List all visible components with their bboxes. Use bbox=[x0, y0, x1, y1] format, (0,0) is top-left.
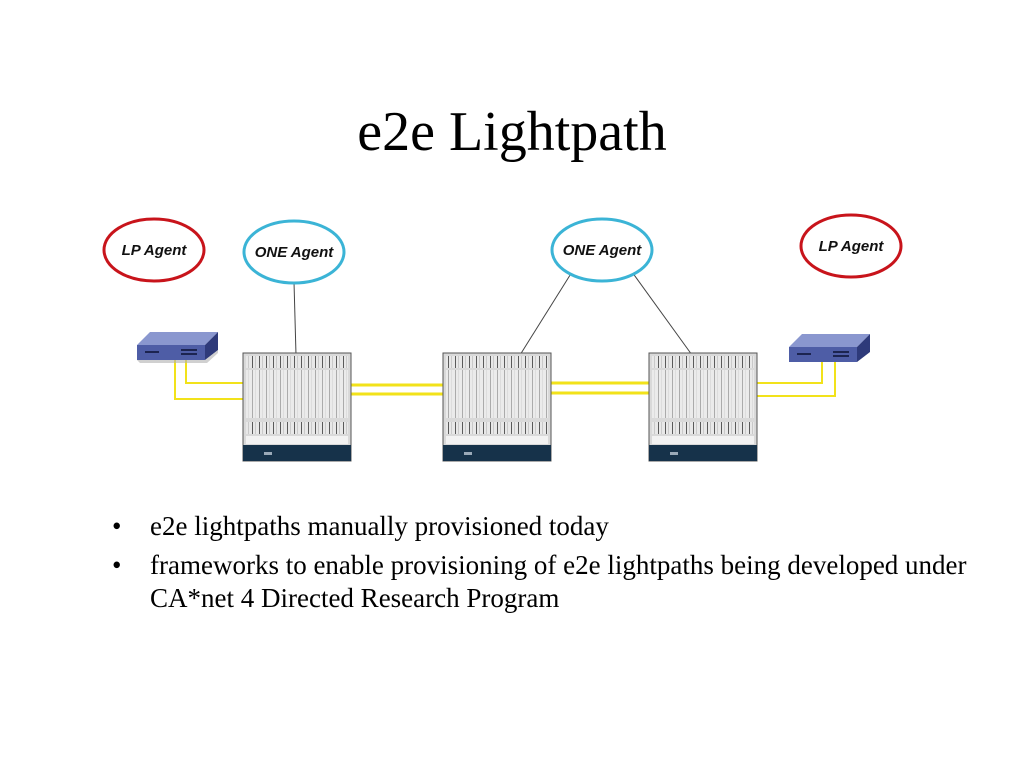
one-agent-right: ONE Agent bbox=[550, 217, 654, 283]
slide-title: e2e Lightpath bbox=[357, 101, 667, 163]
endpoint-device-right bbox=[789, 334, 870, 362]
bullet-list: • e2e lightpaths manually provisioned to… bbox=[112, 510, 972, 621]
bullet-text: e2e lightpaths manually provisioned toda… bbox=[150, 511, 609, 541]
svg-text:LP Agent: LP Agent bbox=[122, 242, 188, 259]
bullet-marker: • bbox=[112, 511, 122, 541]
endpoint-device-left bbox=[137, 332, 218, 363]
lp-agent-left: LP Agent bbox=[102, 217, 206, 283]
one-agent-left: ONE Agent bbox=[242, 219, 346, 285]
lightpath-right bbox=[755, 362, 836, 397]
lightpath-switch2-switch3 bbox=[549, 381, 651, 395]
optical-switch-1 bbox=[242, 352, 352, 462]
bullet-item: • frameworks to enable provisioning of e… bbox=[112, 549, 972, 615]
svg-text:ONE Agent: ONE Agent bbox=[563, 242, 643, 259]
optical-switch-3 bbox=[648, 352, 758, 462]
bullet-item: • e2e lightpaths manually provisioned to… bbox=[112, 510, 972, 543]
link-one-agent-2-left bbox=[519, 271, 573, 356]
lightpath-left bbox=[174, 360, 246, 400]
lightpath-switch1-switch2 bbox=[349, 383, 445, 396]
network-diagram: LP Agent ONE Agent ONE Agent LP Agent bbox=[102, 213, 903, 462]
link-one-agent-1 bbox=[293, 281, 297, 356]
svg-text:ONE Agent: ONE Agent bbox=[255, 244, 335, 261]
bullet-text: frameworks to enable provisioning of e2e… bbox=[150, 550, 967, 613]
lp-agent-right: LP Agent bbox=[799, 213, 903, 279]
optical-switch-2 bbox=[442, 352, 552, 462]
bullet-marker: • bbox=[112, 550, 122, 580]
link-one-agent-2-right bbox=[631, 271, 693, 356]
svg-text:LP Agent: LP Agent bbox=[819, 238, 885, 255]
